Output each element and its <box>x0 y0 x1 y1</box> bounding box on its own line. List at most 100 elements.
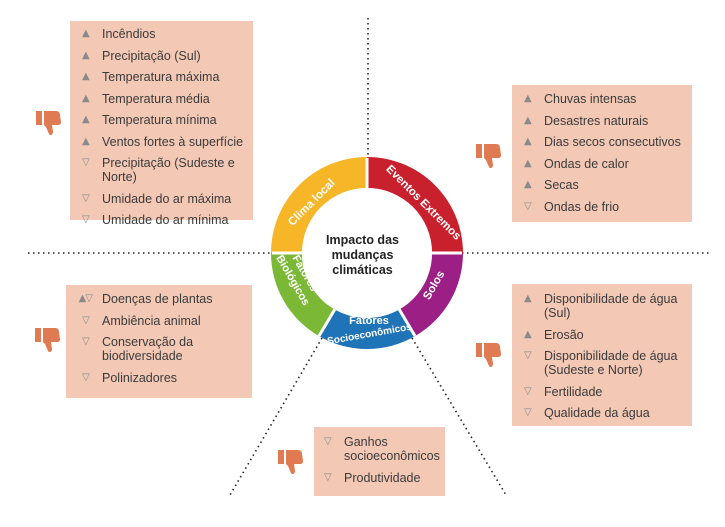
list-item-label: Ondas de frio <box>544 199 620 214</box>
thumbs-down-icon-solos <box>476 343 501 368</box>
triangle-up-icon: ▲ <box>524 136 532 147</box>
list-item-label: Incêndios <box>102 27 156 41</box>
ring-segment-eventos-extremos <box>367 157 463 253</box>
list-item-label: Doenças de plantas <box>102 292 213 306</box>
list-item: ▲ Incêndios <box>80 27 247 41</box>
list-item-label: Conservação da biodiversidade <box>102 335 194 363</box>
list-item-label: Secas <box>544 178 579 192</box>
list-item: ▽ Produtividade <box>322 471 441 485</box>
list-item: ▽ Precipitação (Sudeste e Norte) <box>80 156 247 184</box>
list-item-label: Erosão <box>544 327 584 342</box>
ring-segment-solos <box>399 253 463 337</box>
list-item: ▲ Erosão <box>522 328 686 342</box>
triangle-up-down-icon: ▲▽ <box>78 293 93 304</box>
list-item-label: Precipitação (Sul) <box>102 48 201 63</box>
triangle-up-icon: ▲ <box>524 93 532 104</box>
list-item-label: Disponibilidade de água (Sul) <box>544 292 678 320</box>
triangle-up-icon: ▲ <box>82 92 90 104</box>
triangle-down-icon: ▽ <box>324 471 332 483</box>
triangle-up-icon: ▲ <box>82 114 90 125</box>
list-item: ▽ Ganhos socioeconômicos <box>322 435 441 463</box>
triangle-down-icon: ▽ <box>82 371 90 383</box>
thumbs-down-icon-fatores-socioeconomicos <box>278 450 303 475</box>
triangle-up-icon: ▲ <box>524 293 532 304</box>
thumbs-down-icon-clima-local <box>36 111 61 136</box>
triangle-down-icon: ▽ <box>524 407 532 418</box>
list-item: ▽ Ondas de frio <box>522 200 686 214</box>
list-item: ▲▽ Doenças de plantas <box>79 292 246 306</box>
list-item-label: Ambiência animal <box>102 313 201 328</box>
connector-bottom-left <box>229 337 323 496</box>
ring-separators <box>272 158 462 337</box>
triangle-up-icon: ▲ <box>82 28 90 39</box>
ring-segment-clima-local <box>271 157 367 253</box>
triangle-down-icon: ▽ <box>524 350 532 361</box>
list-item-label: Disponibilidade de água (Sudeste e Norte… <box>544 349 678 377</box>
list-item: ▲ Chuvas intensas <box>522 92 686 106</box>
list-item-label: Ventos fortes à superfície <box>102 134 244 149</box>
list-item-label: Temperatura máxima <box>102 70 220 84</box>
triangle-down-icon: ▽ <box>82 336 90 347</box>
ring-segment-fatores-socioeconomicos <box>319 309 415 349</box>
list-item-label: Qualidade da água <box>544 406 650 420</box>
list-item: ▲ Ventos fortes à superfície <box>80 135 247 149</box>
triangle-down-icon: ▽ <box>524 200 532 212</box>
list-item-label: Umidade do ar máxima <box>102 191 232 206</box>
box-solos: ▲ Disponibilidade de água (Sul) ▲ Erosão ▽ Di… <box>512 284 692 426</box>
triangle-down-icon: ▽ <box>524 385 532 397</box>
list-item-label: Dias secos consecutivos <box>544 135 681 149</box>
list-item-label: Fertilidade <box>544 384 603 399</box>
list-item-label: Produtividade <box>344 470 421 485</box>
center-title: Impacto das mudanças climáticas <box>326 232 399 277</box>
list-item: ▽ Fertilidade <box>522 385 686 399</box>
box-eventos-extremos: ▲ Chuvas intensas ▲ Desastres naturais ▲ Dias… <box>512 85 692 222</box>
box-fatores-socioeconomicos: ▽ Ganhos socioeconômicos ▽ Produtividade <box>314 427 445 496</box>
list-item-label: Chuvas intensas <box>544 92 637 106</box>
box-clima-local: ▲ Incêndios ▲ Precipitação (Sul) ▲ Temperatur… <box>70 21 253 227</box>
triangle-up-icon: ▲ <box>82 71 90 82</box>
list-item: ▲Secas <box>522 178 686 192</box>
list-item-label: Ondas de calor <box>544 156 629 171</box>
list-item: ▽ Umidade do ar máxima <box>80 192 247 206</box>
list-item: ▲ Ondas de calor <box>522 157 686 171</box>
list-item: ▲ Temperatura mínima <box>80 113 247 127</box>
thumbs-down-icon-fatores-biologicos <box>35 328 60 353</box>
connector-bottom-right <box>411 337 507 496</box>
ring-label-fatores-socioeconomicos-line1: Fatores <box>349 315 389 327</box>
list-item-label: Desastres naturais <box>544 113 649 128</box>
triangle-down-icon: ▽ <box>82 192 90 204</box>
box-fatores-biologicos: ▲▽ Doenças de plantas ▽ Ambiência animal ▽ Co… <box>66 285 252 398</box>
triangle-down-icon: ▽ <box>324 436 332 447</box>
list-item: ▽ Umidade do ar mínima <box>80 213 247 227</box>
thumbs-down-icon-eventos-extremos <box>476 144 501 169</box>
list-item-label: Temperatura mínima <box>102 113 217 127</box>
list-item: ▽ Conservação da biodiversidade <box>80 335 246 363</box>
triangle-down-icon: ▽ <box>82 157 90 168</box>
list-item-label: Umidade do ar mínima <box>102 213 229 227</box>
triangle-up-icon: ▲ <box>82 49 90 61</box>
list-item: ▲ Temperatura máxima <box>80 70 247 84</box>
list-item: ▲ Temperatura média <box>80 92 247 106</box>
list-item: ▽ Disponibilidade de água (Sudeste e Nort… <box>522 349 686 377</box>
list-item: ▲ Disponibilidade de água (Sul) <box>522 292 686 320</box>
list-item: ▲ Dias secos consecutivos <box>522 135 686 149</box>
list-item-label: Temperatura média <box>102 91 210 106</box>
triangle-down-icon: ▽ <box>82 314 90 326</box>
ring-center <box>302 188 432 318</box>
triangle-up-icon: ▲ <box>524 157 532 169</box>
list-item: ▲ Precipitação (Sul) <box>80 49 247 63</box>
list-item-label: Ganhos socioeconômicos <box>344 435 440 463</box>
list-item: ▽ Polinizadores <box>80 371 246 385</box>
list-item: ▽ Qualidade da água <box>522 406 686 420</box>
triangle-down-icon: ▽ <box>82 214 90 225</box>
triangle-up-icon: ▲ <box>82 135 90 147</box>
triangle-up-icon: ▲ <box>524 114 532 126</box>
list-item-label: Polinizadores <box>102 370 178 385</box>
list-item: ▲ Desastres naturais <box>522 114 686 128</box>
list-item: ▽ Ambiência animal <box>80 314 246 328</box>
triangle-up-icon: ▲ <box>524 328 532 340</box>
list-item-label: Precipitação (Sudeste e Norte) <box>102 156 235 184</box>
